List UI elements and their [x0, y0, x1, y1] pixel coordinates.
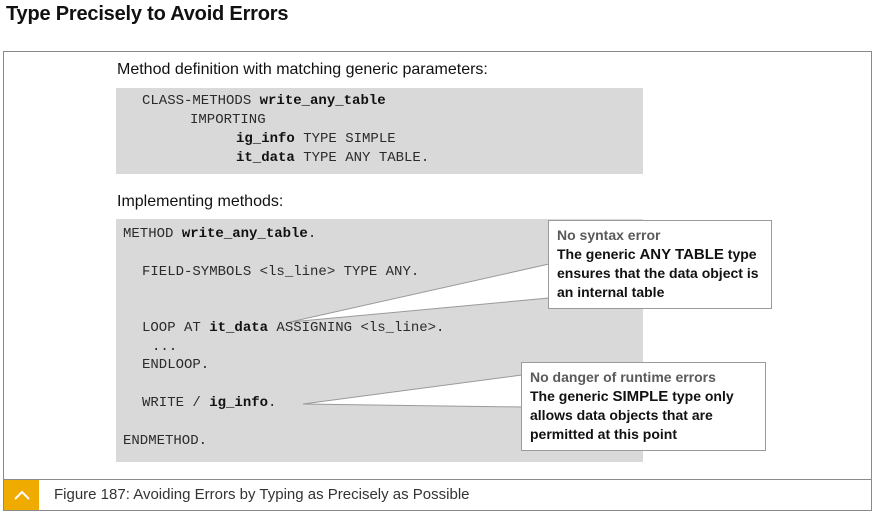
definition-code-line-1: CLASS-METHODS write_any_table: [142, 93, 386, 109]
callout-1-heading: No syntax error: [557, 227, 661, 243]
impl-code-method: METHOD write_any_table.: [123, 226, 317, 242]
callout-no-syntax-error: No syntax error The generic ANY TABLE ty…: [548, 220, 772, 309]
impl-code-endmethod: ENDMETHOD.: [123, 433, 208, 449]
callout-2-pointer: [302, 374, 523, 408]
impl-code-field-symbols: FIELD-SYMBOLS <ls_line> TYPE ANY.: [142, 264, 420, 280]
definition-code-block: [116, 88, 643, 174]
collapse-chevron-icon[interactable]: [4, 480, 39, 510]
callout-1-pointer: [289, 263, 550, 323]
impl-code-endloop: ENDLOOP.: [142, 357, 210, 373]
callout-1-body: The generic ANY TABLE type ensures that …: [557, 246, 759, 300]
definition-code-line-2: IMPORTING: [190, 112, 266, 128]
impl-code-ellipsis: ...: [152, 339, 178, 355]
callout-no-runtime-errors: No danger of runtime errors The generic …: [521, 362, 766, 451]
definition-code-line-4: it_data TYPE ANY TABLE.: [236, 150, 430, 166]
callout-2-heading: No danger of runtime errors: [530, 369, 716, 385]
figure-caption: Figure 187: Avoiding Errors by Typing as…: [54, 486, 470, 503]
callout-2-body: The generic SIMPLE type only allows data…: [530, 388, 734, 442]
impl-code-loop: LOOP AT it_data ASSIGNING <ls_line>.: [142, 320, 445, 336]
implementation-heading: Implementing methods:: [117, 193, 284, 210]
page-title: Type Precisely to Avoid Errors: [6, 3, 289, 25]
definition-heading: Method definition with matching generic …: [117, 61, 488, 78]
definition-code-line-3: ig_info TYPE SIMPLE: [236, 131, 396, 147]
figure-caption-bar: Figure 187: Avoiding Errors by Typing as…: [3, 479, 872, 511]
impl-code-write: WRITE / ig_info.: [142, 395, 277, 411]
